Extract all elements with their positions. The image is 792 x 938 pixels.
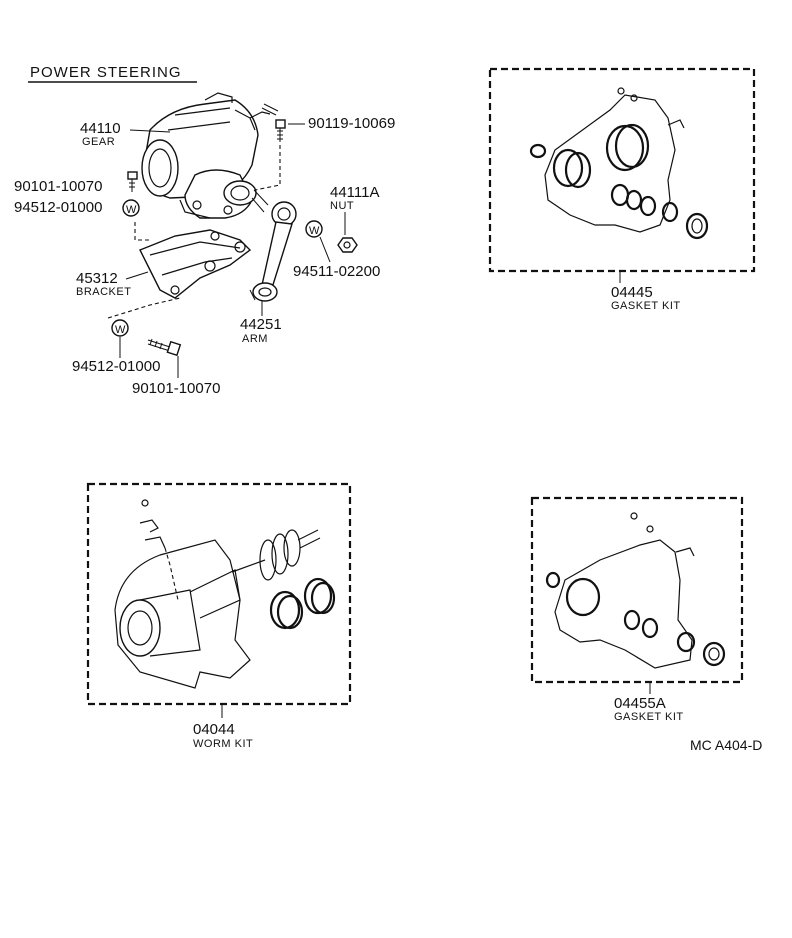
bolt-top-part-number: 90119-10069 — [308, 115, 395, 132]
washer-left-part-number: 94512-01000 — [14, 199, 102, 216]
steering-gear-illustration[interactable] — [141, 92, 279, 219]
washer-nut-part-number: 94511-02200 — [293, 263, 380, 280]
washer-nut-leader — [319, 236, 331, 263]
bolt-top-dash — [254, 145, 281, 191]
bolt-bottom-part-number: 90101-10070 — [132, 380, 220, 397]
drawing-code: MC A404-D — [690, 737, 762, 753]
svg-text:W: W — [115, 324, 126, 336]
bracket-bottom-dash — [107, 297, 181, 319]
washer-nut-icon[interactable]: W — [305, 220, 323, 238]
gasket-kit-1-number: 04445 — [611, 284, 653, 301]
worm-kit-number: 04044 — [193, 721, 235, 738]
worm-kit-frame — [86, 482, 352, 706]
gear-part-name: GEAR — [82, 136, 115, 148]
diagram-title: POWER STEERING — [30, 64, 182, 81]
gear-leader-line — [129, 129, 171, 133]
washer-bottom-icon[interactable]: W — [111, 319, 129, 337]
worm-kit-illustration[interactable] — [114, 499, 336, 689]
bolt-left-part-number: 90101-10070 — [14, 178, 102, 195]
arm-part-name: ARM — [242, 333, 268, 345]
gear-part-number: 44110 — [80, 120, 121, 137]
gasket-kit-1-name: GASKET KIT — [611, 300, 681, 312]
svg-text:W: W — [309, 225, 320, 237]
bolt-bottom-illustration[interactable] — [147, 338, 182, 357]
bolt-left-illustration[interactable] — [127, 171, 138, 192]
nut-icon[interactable] — [337, 237, 358, 253]
gasket-kit-2-name: GASKET KIT — [614, 711, 684, 723]
nut-part-number: 44111A — [330, 184, 380, 201]
bracket-illustration[interactable] — [139, 229, 252, 299]
bracket-part-name: BRACKET — [76, 286, 131, 298]
washer-left-dash — [134, 222, 150, 241]
gasket-kit-2-frame — [530, 496, 744, 684]
arm-part-number: 44251 — [240, 316, 282, 333]
worm-kit-name: WORM KIT — [193, 738, 253, 750]
gasket-kit-2-number: 04455A — [614, 695, 666, 712]
gasket-kit-2-illustration[interactable] — [545, 512, 726, 669]
washer-left-icon[interactable]: W — [122, 199, 140, 217]
bracket-part-number: 45312 — [76, 270, 118, 287]
pitman-arm-illustration[interactable] — [249, 201, 297, 302]
nut-part-name: NUT — [330, 200, 354, 212]
gasket-kit-1-illustration[interactable] — [529, 87, 709, 240]
bolt-top-illustration[interactable] — [275, 119, 286, 142]
bracket-leader — [125, 271, 149, 280]
gasket-kit-1-frame — [488, 67, 756, 273]
svg-text:W: W — [126, 204, 137, 216]
washer-bottom-part-number: 94512-01000 — [72, 358, 160, 375]
